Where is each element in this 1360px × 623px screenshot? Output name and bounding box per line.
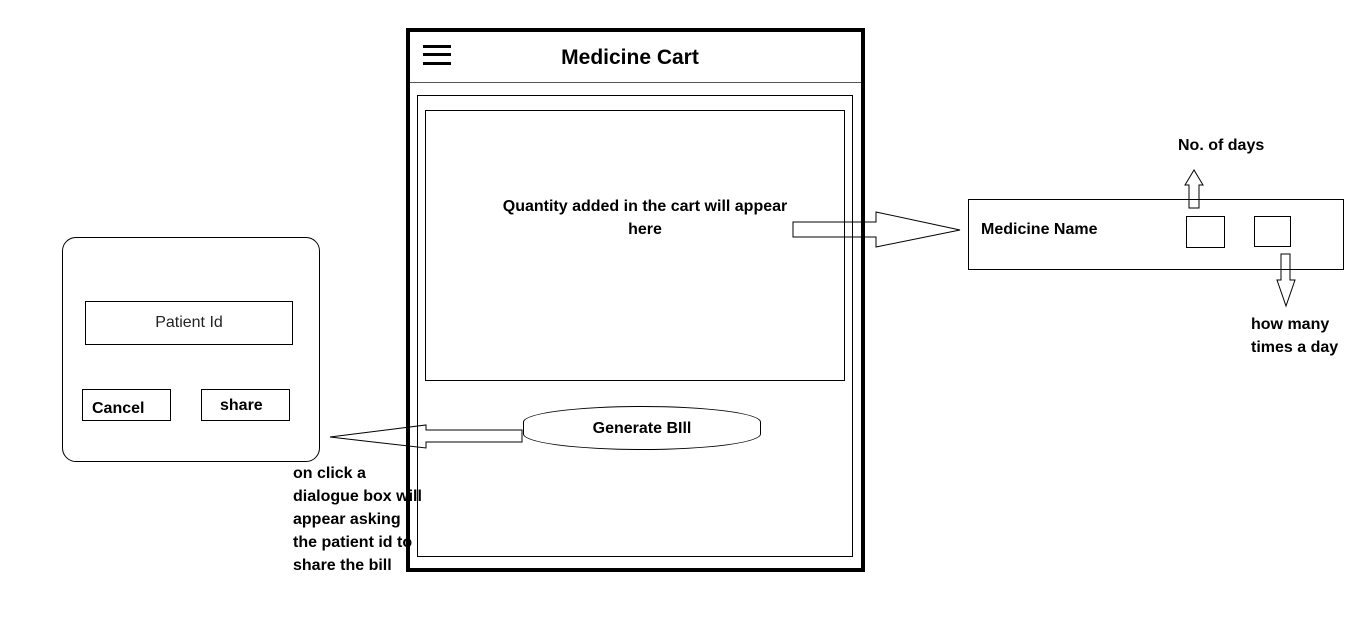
days-annotation: No. of days [1178, 137, 1265, 154]
share-button[interactable]: share [201, 389, 290, 421]
share-bill-dialog [62, 237, 320, 462]
days-input-box[interactable] [1186, 216, 1225, 248]
medicine-name-label: Medicine Name [981, 221, 1098, 238]
content-frame [417, 95, 853, 557]
generate-bill-button[interactable]: Generate BIll [523, 406, 761, 450]
times-per-day-input-box[interactable] [1254, 216, 1291, 247]
hamburger-menu-icon[interactable] [423, 45, 451, 65]
patient-id-input[interactable] [85, 301, 293, 345]
times-annotation: how many times a day [1251, 316, 1339, 356]
cart-placeholder-text: Quantity added in the cart will appear h… [502, 198, 788, 238]
medicine-item-row [968, 199, 1344, 270]
page-title: Medicine Cart [561, 46, 699, 69]
phone-frame [406, 28, 865, 572]
cancel-button[interactable]: Cancel [82, 389, 171, 421]
header-divider [410, 82, 861, 83]
dialog-annotation: on click a dialogue box will appear aski… [293, 465, 422, 574]
cart-list [425, 110, 845, 381]
